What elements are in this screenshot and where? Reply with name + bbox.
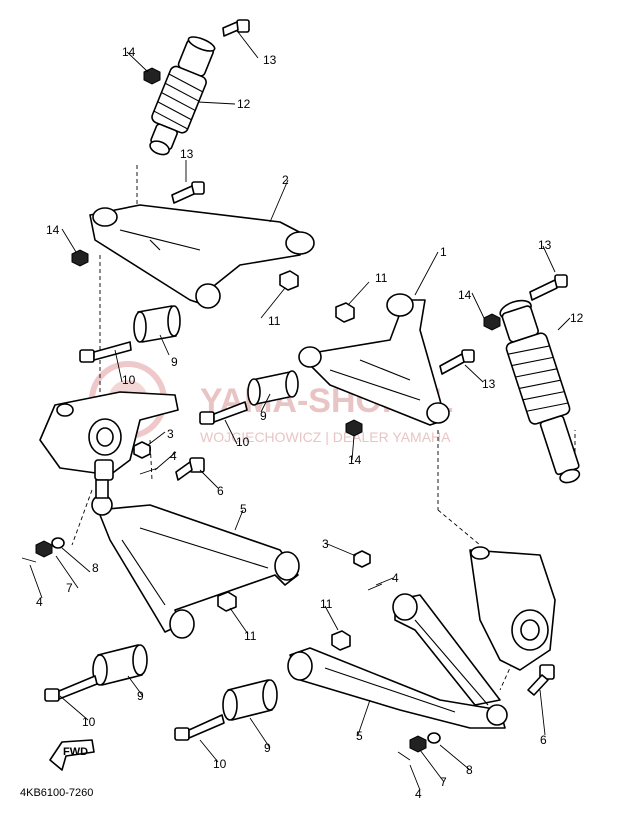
callout-5-a: 5 bbox=[240, 502, 247, 516]
callout-2: 2 bbox=[282, 173, 289, 187]
callout-9-c: 9 bbox=[137, 689, 144, 703]
callout-9-a: 9 bbox=[171, 355, 178, 369]
callout-3-a: 3 bbox=[167, 427, 174, 441]
steering-knuckle-left bbox=[39, 391, 179, 481]
leader-lines bbox=[29, 31, 571, 791]
callout-12-a: 12 bbox=[237, 97, 251, 111]
forward-direction-arrow: FWD bbox=[49, 739, 95, 771]
callout-10-d: 10 bbox=[213, 757, 227, 771]
callout-11-b: 11 bbox=[375, 271, 388, 285]
steering-knuckle-right bbox=[469, 546, 556, 671]
callout-13-b: 13 bbox=[180, 147, 194, 161]
callout-4-c: 4 bbox=[36, 595, 43, 609]
callout-6-a: 6 bbox=[217, 484, 224, 498]
callout-12-b: 12 bbox=[570, 311, 584, 325]
upper-arm-left bbox=[89, 204, 315, 309]
callout-4-a: 4 bbox=[170, 449, 177, 463]
callout-1: 1 bbox=[440, 245, 447, 259]
callout-13-d: 13 bbox=[482, 377, 496, 391]
diagram-code: 4KB6100-7260 bbox=[20, 787, 93, 799]
rear-right-shock-absorber bbox=[499, 299, 581, 484]
callout-4-b: 4 bbox=[392, 571, 399, 585]
callout-11-c: 11 bbox=[244, 629, 257, 643]
bushing-set-4 bbox=[222, 679, 278, 721]
callout-11-d: 11 bbox=[320, 597, 333, 611]
callout-7-b: 7 bbox=[440, 775, 447, 789]
rear-left-shock-absorber bbox=[149, 36, 216, 156]
lower-arm-right bbox=[287, 593, 508, 729]
bolts bbox=[44, 19, 568, 741]
callout-13-a: 13 bbox=[263, 53, 277, 67]
watermark-subtitle: WOJCIECHOWICZ | DEALER YAMAHA bbox=[200, 429, 451, 445]
callout-9-d: 9 bbox=[264, 741, 271, 755]
callout-3-b: 3 bbox=[322, 537, 329, 551]
callout-11-a: 11 bbox=[268, 314, 281, 328]
callout-9-b: 9 bbox=[260, 409, 267, 423]
callout-4-d: 4 bbox=[415, 787, 422, 801]
callout-10-a: 10 bbox=[122, 373, 136, 387]
callout-10-c: 10 bbox=[82, 715, 96, 729]
callout-7-a: 7 bbox=[66, 581, 73, 595]
callout-14-c: 14 bbox=[458, 288, 472, 302]
callout-6-b: 6 bbox=[540, 733, 547, 747]
upper-arm-right bbox=[298, 293, 450, 426]
callout-5-b: 5 bbox=[356, 729, 363, 743]
nuts-and-washers bbox=[21, 67, 501, 761]
callout-13-c: 13 bbox=[538, 238, 552, 252]
callout-labels: 14 13 12 13 2 14 11 9 10 11 1 14 13 12 1… bbox=[36, 45, 584, 801]
bushing-set-3 bbox=[92, 644, 148, 686]
lower-arm-left bbox=[91, 479, 300, 639]
callout-14-a: 14 bbox=[122, 45, 136, 59]
callout-8-a: 8 bbox=[92, 561, 99, 575]
bushing-set-1 bbox=[133, 305, 181, 343]
bushing-set-2 bbox=[247, 370, 299, 406]
callout-8-b: 8 bbox=[466, 763, 473, 777]
fwd-label: FWD bbox=[63, 746, 88, 758]
callout-14-d: 14 bbox=[348, 453, 362, 467]
callout-14-b: 14 bbox=[46, 223, 60, 237]
callout-10-b: 10 bbox=[236, 435, 250, 449]
